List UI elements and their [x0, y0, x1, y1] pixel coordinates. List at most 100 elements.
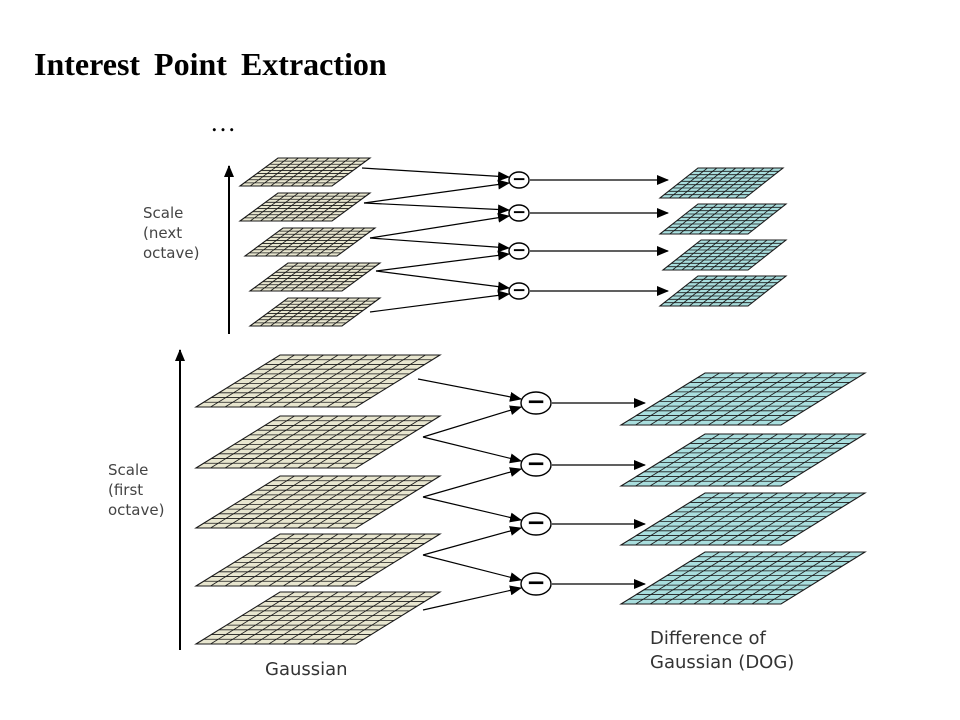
grid-line — [719, 239, 758, 271]
grid-outline — [661, 239, 788, 271]
flow-arrow — [369, 212, 510, 239]
grid-line — [737, 372, 822, 426]
operator-circle — [508, 171, 530, 189]
operator-circle — [520, 512, 552, 536]
label-line: Scale — [108, 461, 149, 479]
grid-line — [290, 157, 330, 187]
grid-line — [253, 533, 339, 587]
scale-next-octave-label: Scale (next octave) — [143, 203, 199, 263]
grid-line — [297, 415, 383, 469]
grid-line — [738, 239, 777, 271]
grid-line — [708, 372, 793, 426]
grid-line — [270, 192, 309, 222]
gaussian-label: Gaussian — [265, 659, 348, 680]
grid-line — [268, 415, 353, 469]
grid-line — [689, 275, 728, 307]
grid-line — [664, 433, 749, 487]
grid-line — [649, 551, 735, 605]
grid-line — [669, 275, 709, 307]
grid-line — [708, 492, 793, 546]
grid-line — [326, 533, 412, 587]
dog-label: Difference of Gaussian (DOG) — [650, 627, 794, 675]
grid-line — [290, 192, 330, 222]
grid-line — [254, 227, 294, 257]
grid-line — [693, 372, 778, 426]
grid-line — [751, 551, 837, 605]
subtract-operator: − — [508, 279, 530, 300]
grid-line — [280, 297, 319, 327]
subtract-operator: − — [508, 239, 530, 260]
grid-line — [698, 203, 738, 235]
grid-line — [681, 239, 721, 271]
grid-outline — [243, 227, 377, 257]
grid-line — [283, 591, 368, 645]
grid-outline — [658, 275, 788, 307]
grid-line — [766, 492, 851, 546]
grid-line — [283, 533, 368, 587]
subtract-operator: − — [520, 570, 552, 596]
grid-line — [693, 492, 778, 546]
grid-line — [649, 372, 735, 426]
grid-line — [766, 551, 851, 605]
minus-sign: − — [512, 279, 526, 299]
grid-line — [239, 354, 324, 408]
subtract-operator: − — [520, 510, 552, 536]
grid-line — [249, 192, 289, 222]
gaussian-grid-first-octave — [194, 533, 442, 587]
grid-line — [239, 475, 324, 529]
grid-line — [316, 227, 355, 257]
gaussian-grid-next-octave — [243, 227, 377, 257]
grid-outline — [194, 475, 442, 529]
operator-circle — [508, 242, 530, 260]
grid-line — [283, 354, 368, 408]
grid-line — [275, 227, 314, 257]
gaussian-grid-next-octave — [238, 192, 372, 222]
flow-arrow — [422, 467, 522, 498]
grid-line — [664, 372, 749, 426]
grid-line — [285, 227, 325, 257]
grid-line — [737, 551, 822, 605]
grid-outline — [238, 192, 372, 222]
dog-grid-first-octave — [619, 492, 867, 546]
grid-line — [669, 167, 708, 199]
grid-line — [326, 354, 412, 408]
grid-line — [268, 354, 353, 408]
minus-sign: − — [512, 201, 526, 221]
grid-line — [301, 192, 340, 222]
scale-first-octave-label: Scale (first octave) — [108, 460, 164, 520]
grid-line — [210, 415, 295, 469]
grid-line — [737, 275, 777, 307]
grid-line — [722, 433, 808, 487]
grid-line — [268, 475, 353, 529]
flow-arrow — [361, 167, 510, 182]
grid-line — [326, 591, 412, 645]
grid-line — [722, 551, 808, 605]
grid-line — [718, 275, 757, 307]
grid-line — [669, 203, 709, 235]
grid-line — [259, 262, 299, 292]
subtract-operator: − — [520, 451, 552, 477]
grid-outline — [248, 297, 382, 327]
dog-grid-first-octave — [619, 372, 867, 426]
grid-line — [312, 533, 397, 587]
minus-sign: − — [512, 168, 526, 188]
grid-line — [728, 203, 767, 235]
subtract-operator: − — [508, 168, 530, 189]
flow-arrow — [363, 202, 510, 215]
label-line: Difference of — [650, 628, 766, 649]
dog-grid-first-octave — [619, 433, 867, 487]
grid-line — [224, 415, 310, 469]
grid-line — [649, 433, 735, 487]
grid-line — [635, 551, 720, 605]
flow-arrow — [422, 405, 522, 438]
grid-outline — [658, 203, 788, 235]
grid-line — [341, 354, 426, 408]
grid-line — [341, 475, 426, 529]
grid-line — [708, 433, 793, 487]
grid-line — [311, 297, 350, 327]
grid-line — [312, 475, 397, 529]
grid-line — [725, 167, 765, 199]
grid-line — [210, 354, 295, 408]
grid-line — [718, 203, 757, 235]
